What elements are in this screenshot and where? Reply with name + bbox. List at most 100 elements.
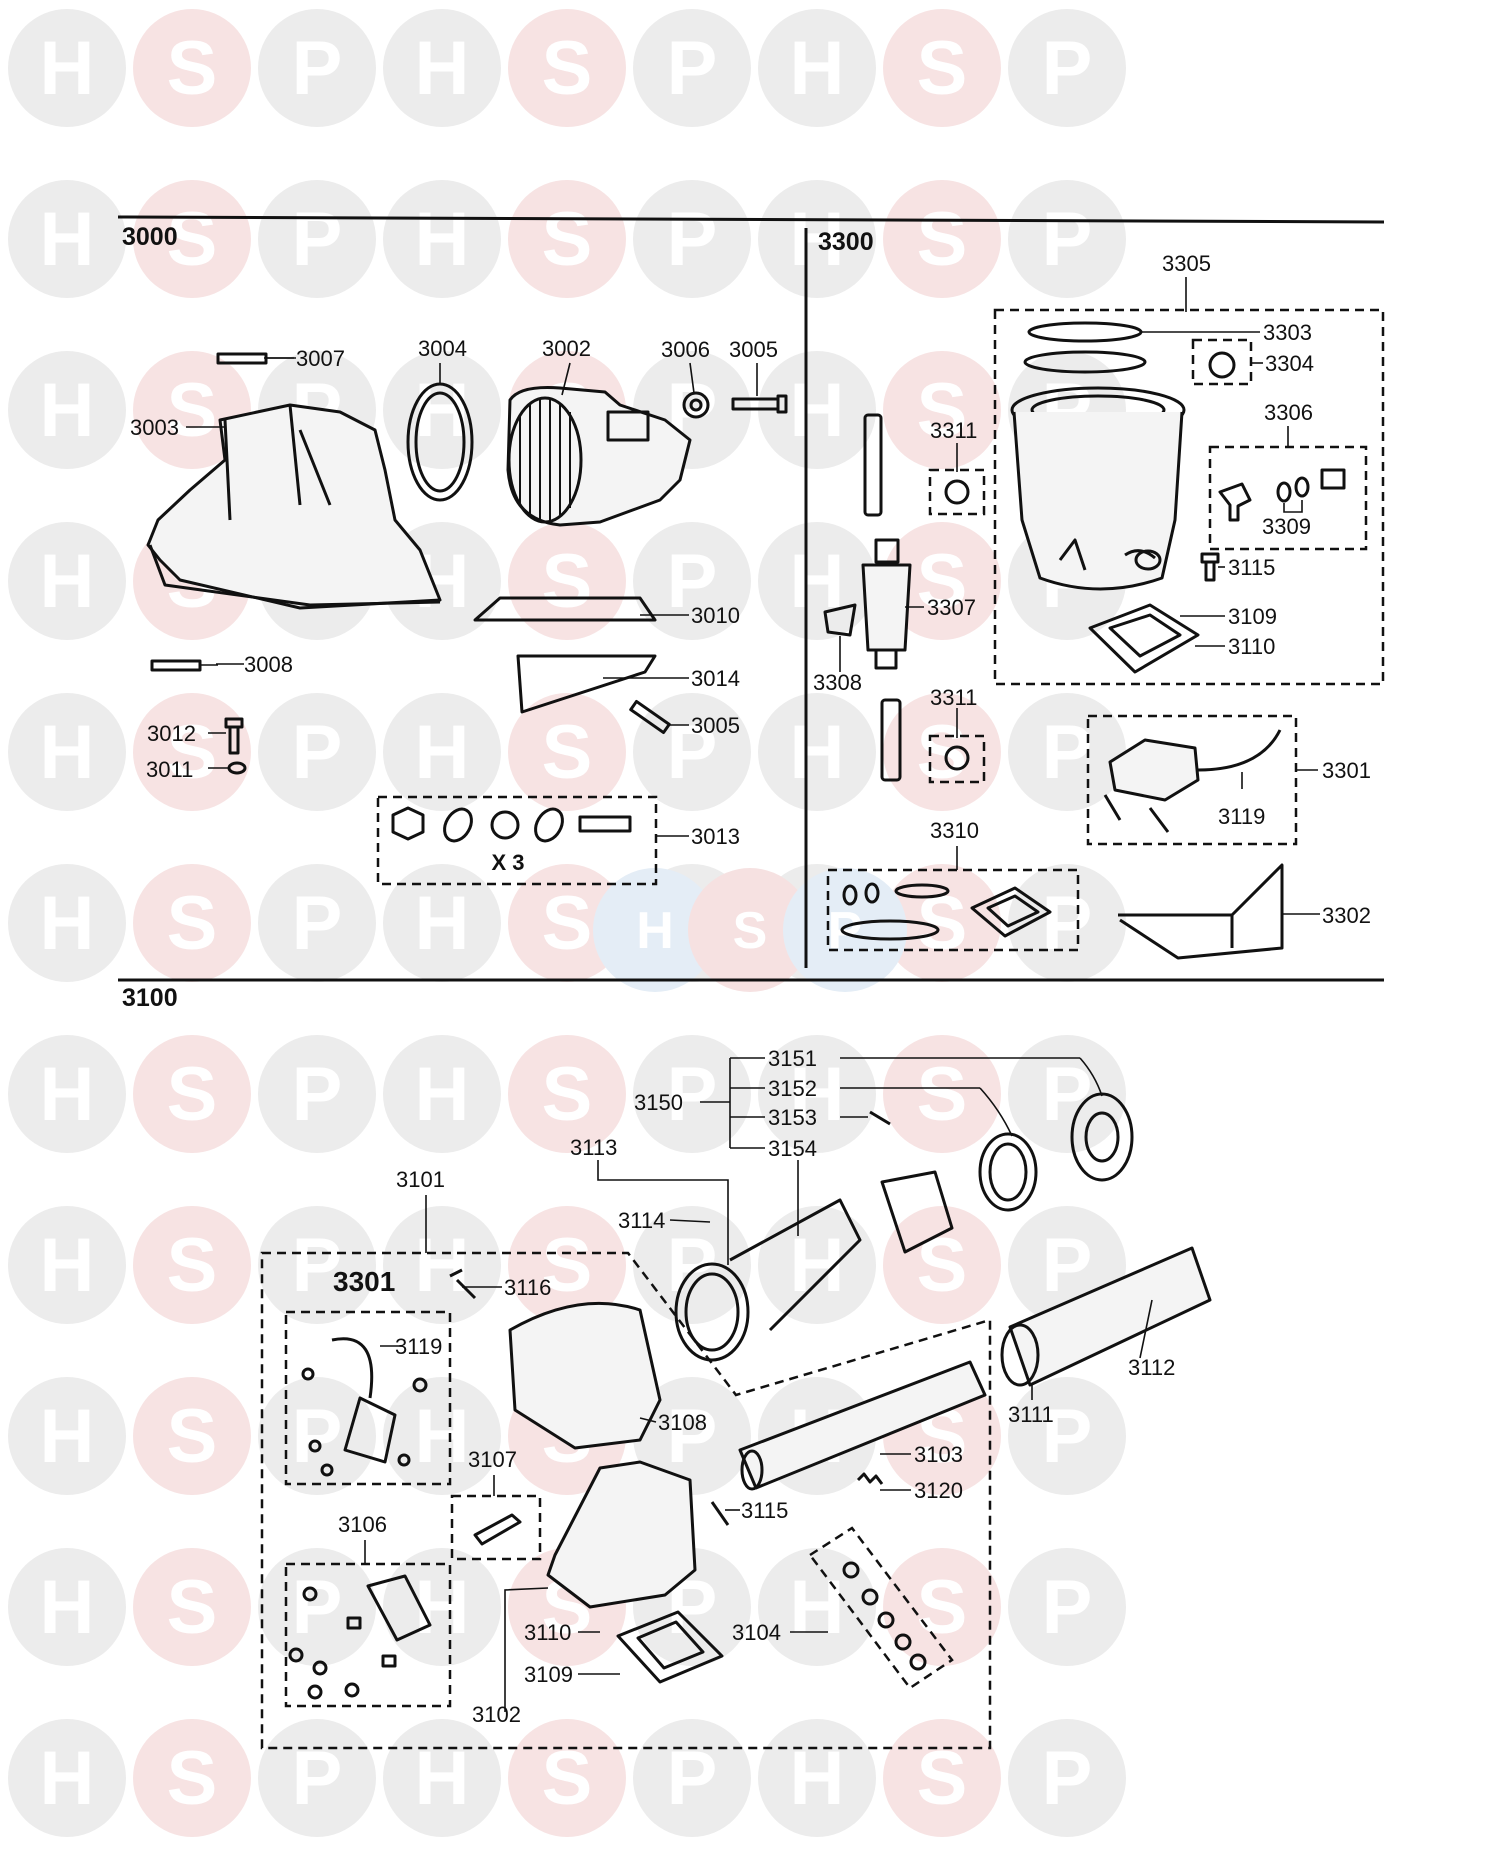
watermark-letter: H [415, 1052, 470, 1137]
part-label: 3108 [658, 1410, 707, 1435]
part-label: 3152 [768, 1076, 817, 1101]
watermark-letter: P [667, 26, 718, 111]
part-label: 3119 [1218, 804, 1265, 829]
watermark-circle [258, 180, 376, 298]
watermark-circle [383, 180, 501, 298]
spring-icon [856, 1472, 884, 1485]
watermark-circle [508, 693, 626, 811]
watermark-circle [258, 1548, 376, 1666]
watermark-circle [8, 1377, 126, 1495]
watermark-circle [883, 522, 1001, 640]
watermark-letter: H [40, 197, 95, 282]
bracket-icon [1118, 863, 1284, 960]
watermark-letter: P [292, 881, 343, 966]
part-label: 3109 [1228, 604, 1277, 629]
watermark-letter: S [542, 1223, 593, 1308]
watermark-letter: P [292, 197, 343, 282]
part-label: 3111 [1008, 1402, 1054, 1427]
watermark-letter: S [167, 1394, 218, 1479]
blast-tube-icon [1008, 1246, 1212, 1387]
part-label: 3303 [1263, 320, 1312, 345]
parts-3000: X 3 [146, 352, 788, 886]
watermark-circle [508, 1035, 626, 1153]
watermark-letter: P [1042, 26, 1093, 111]
inline-filter-icon [861, 538, 912, 670]
part-label: 3304 [1265, 351, 1314, 376]
screw-icon [1200, 552, 1220, 582]
kit-box-3301b [284, 1310, 452, 1486]
watermark-circle [758, 1206, 876, 1324]
part-label: 3012 [147, 721, 196, 746]
filter-icon [1208, 351, 1236, 379]
watermark-circle [133, 9, 251, 127]
kit-box-3311a [928, 468, 986, 516]
watermark-circle [258, 1206, 376, 1324]
watermark-circle [133, 1719, 251, 1837]
part-label: 3309 [1262, 514, 1311, 539]
watermark-circle [8, 522, 126, 640]
section-title-3300: 3300 [818, 228, 874, 256]
watermark-circle [633, 1206, 751, 1324]
watermark-circle [8, 9, 126, 127]
watermark-circle [633, 522, 751, 640]
watermark-circle [8, 180, 126, 298]
watermark-circle [688, 868, 812, 992]
kit-box-3107 [450, 1494, 542, 1561]
watermark-circle [133, 1206, 251, 1324]
watermark-letter: S [167, 1736, 218, 1821]
electrode-kit-icons [842, 1561, 927, 1671]
kit-box-3305 [993, 308, 1385, 686]
watermark-circle [8, 864, 126, 982]
part-label: 3002 [542, 336, 591, 361]
watermark-letter: P [667, 197, 718, 282]
tube-icon [738, 1360, 987, 1490]
section-title-3100: 3100 [122, 984, 178, 1012]
watermark-circle [133, 1035, 251, 1153]
watermark-circle [383, 1548, 501, 1666]
watermark-letter: S [167, 710, 218, 795]
watermark-letter: H [790, 26, 845, 111]
part-label: 3116 [504, 1275, 551, 1300]
part-label: 3107 [468, 1447, 517, 1472]
watermark-letter: S [542, 26, 593, 111]
watermark-letter: S [167, 1223, 218, 1308]
watermark-letter: P [292, 1394, 343, 1479]
part-label: 3154 [768, 1136, 817, 1161]
part-label: 3014 [691, 666, 740, 691]
watermark-letter: P [292, 710, 343, 795]
watermark-circle [8, 1719, 126, 1837]
watermark-letter: H [415, 1223, 470, 1308]
watermark-circle [133, 1377, 251, 1495]
screw-icon [150, 659, 218, 672]
watermark-circle [1008, 9, 1126, 127]
watermark-letter: H [415, 1736, 470, 1821]
watermark-letter: P [292, 26, 343, 111]
watermark-circle [258, 693, 376, 811]
part-label: 3007 [296, 346, 345, 371]
watermark-circle [258, 1377, 376, 1495]
watermark-letter: S [542, 197, 593, 282]
watermark-circle [8, 1548, 126, 1666]
part-label: 3302 [1322, 903, 1371, 928]
part-label: 3311 [930, 685, 977, 710]
watermark-letter: P [292, 1223, 343, 1308]
watermark-letter: H [40, 1223, 95, 1308]
kit-box-3310 [826, 868, 1080, 952]
watermark-letter: H [40, 1394, 95, 1479]
part-labels: 3007 3004 3002 3006 3005 3003 3010 3008 … [130, 251, 1371, 1727]
watermark-circle [883, 1548, 1001, 1666]
part-label: 3110 [1228, 634, 1275, 659]
watermark-letter: S [917, 197, 968, 282]
watermark-letter: H [790, 368, 845, 453]
watermark-circle [133, 180, 251, 298]
watermark-circle [508, 522, 626, 640]
section-dividers [117, 215, 1385, 982]
solenoid-valve-icon [301, 1337, 428, 1477]
watermark-letter: S [542, 881, 593, 966]
watermark-letter: S [917, 1223, 968, 1308]
watermark-letter: H [415, 881, 470, 966]
part-label: 3301 [1322, 758, 1371, 783]
watermark-circle [258, 1035, 376, 1153]
watermark-circle [1008, 1548, 1126, 1666]
watermark-circle [883, 1719, 1001, 1837]
